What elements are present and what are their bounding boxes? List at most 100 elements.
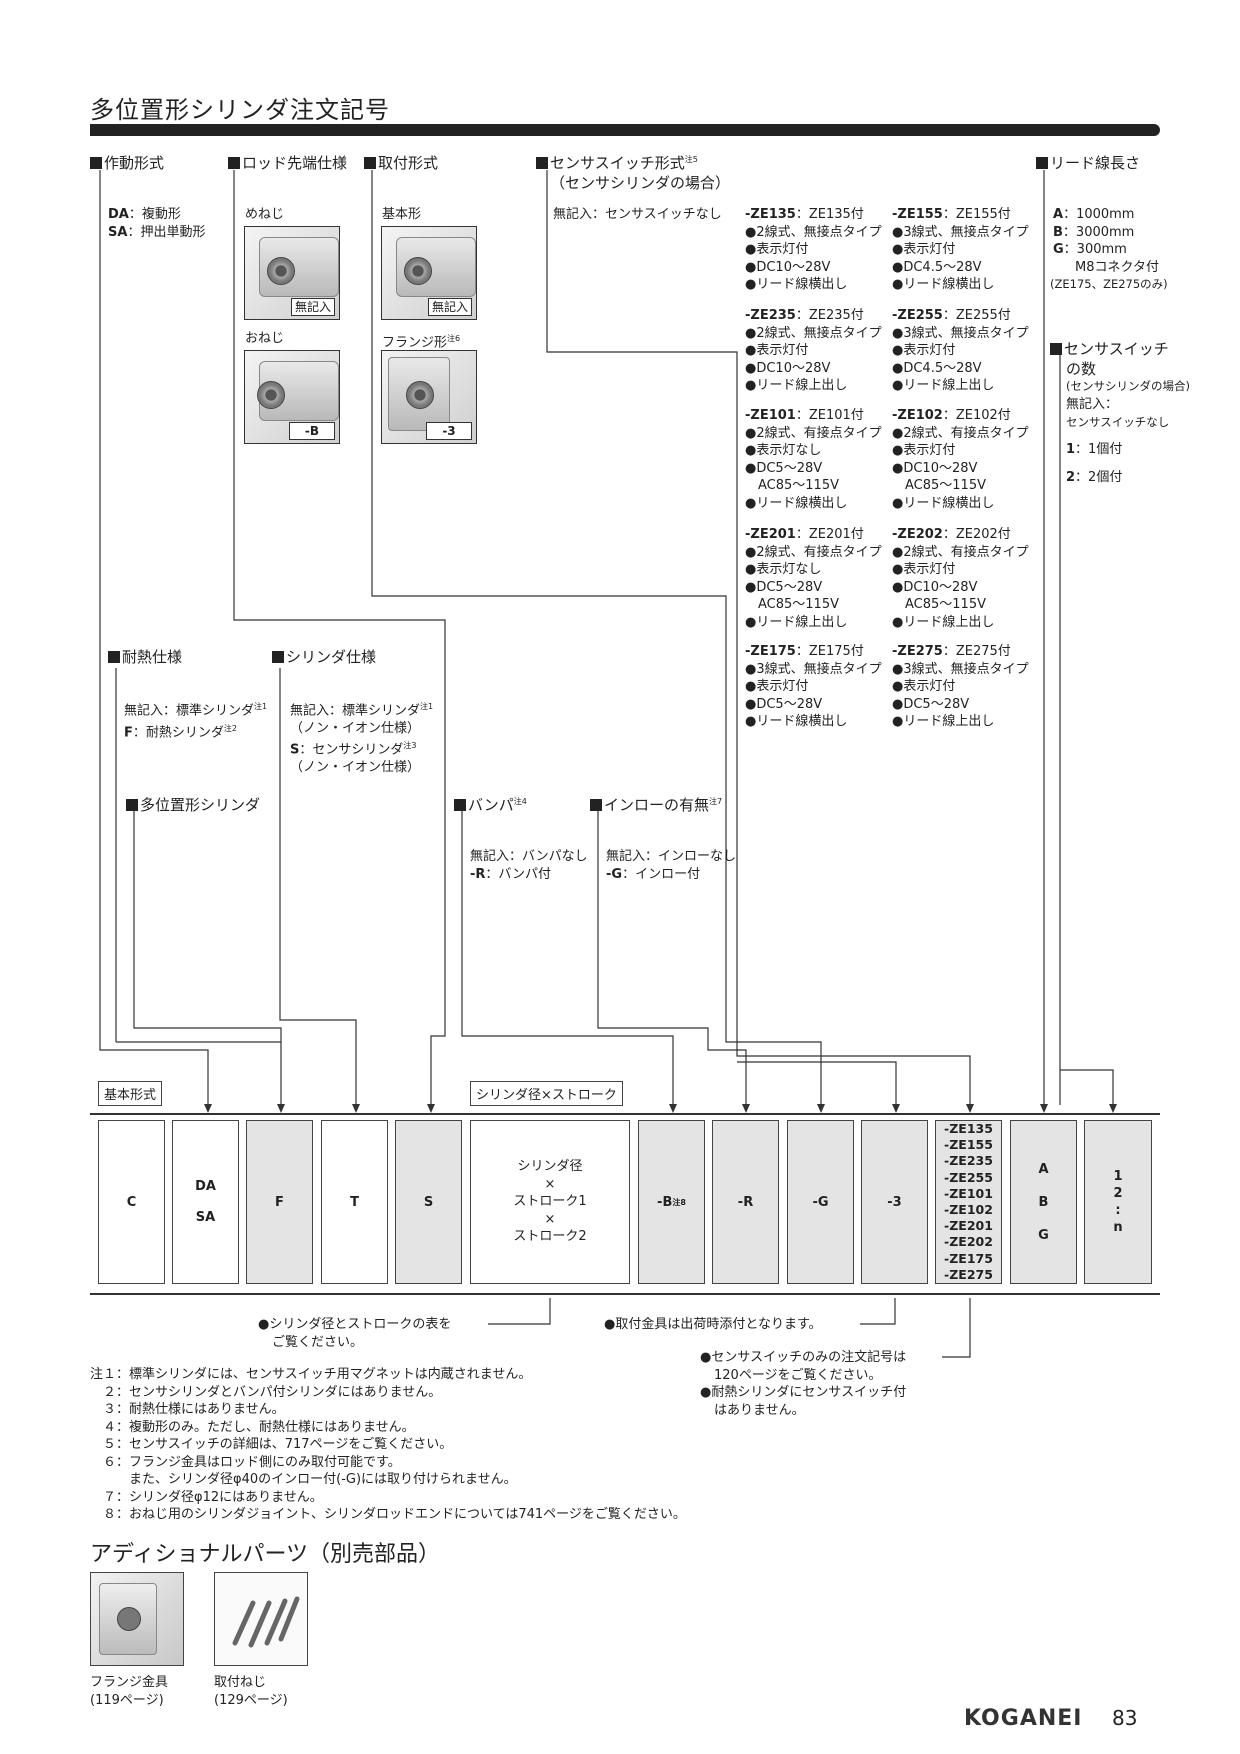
code-box-g: -G [787,1120,854,1284]
sensor-code: -ZE235 [944,1153,993,1169]
count-code: 1 [1113,1169,1123,1184]
mount-header: 取付形式 [364,152,438,173]
brand-logo: KOGANEI [964,1706,1083,1731]
note-line: ８：おねじ用のシリンダジョイント、シリンダロッドエンドについては741ページをご… [90,1507,686,1522]
sensor-none: 無記入：センサスイッチなし [553,207,722,222]
sensor-code: -ZE201 [944,1218,993,1234]
note-line: また、シリンダ径φ40のインロー付(-G)には取り付けられません。 [90,1472,517,1487]
rod-header: ロッド先端仕様 [228,152,347,173]
flange-bracket-photo [90,1572,184,1666]
sensor-item: -ZE275：ZE275付●3線式、無接点タイプ●表示灯付●DC5～28V●リー… [892,644,1029,729]
mount-flange-photo: -3 [381,350,477,444]
page-number: 83 [1112,1706,1138,1730]
count-options: 無記入： センサスイッチなし 1：1個付 2：2個付 [1066,397,1170,485]
multi-header: 多位置形シリンダ [126,794,260,815]
count-header-3: (センサシリンダの場合) [1066,379,1190,393]
callout-line-mount [860,1298,896,1325]
sensor-item: -ZE101：ZE101付●2線式、有接点タイプ●表示灯なし●DC5～28V A… [745,408,882,511]
title-bar [90,124,1160,136]
notes-list: 注１：標準シリンダには、センサスイッチ用マグネットは内蔵されません。 ２：センサ… [90,1366,686,1524]
sensor-item: -ZE102：ZE102付●2線式、有接点タイプ●表示灯付●DC10～28V A… [892,408,1029,511]
mounting-screw-caption: 取付ねじ(129ページ) [214,1675,288,1708]
count-header: センサスイッチ [1050,338,1169,359]
sensor-code: -ZE135 [944,1120,993,1136]
sensor-item: -ZE202：ZE202付●2線式、有接点タイプ●表示灯付●DC10～28V A… [892,527,1029,630]
line-count-end [1060,1069,1114,1105]
sensor-code: -ZE101 [944,1185,993,1201]
lead-code: G [1038,1227,1049,1243]
code-box-t: T [321,1120,388,1284]
note-line: ２：センサシリンダとバンパ付シリンダにはありません。 [90,1384,442,1400]
count-code: : [1115,1203,1121,1218]
lead-code: B [1038,1194,1049,1210]
line-inlow [597,808,747,1105]
lead-code: A [1038,1161,1049,1177]
bumper-header: バンパ注4 [454,794,527,815]
basic-form-label: 基本形式 [98,1081,163,1106]
note-line: ４：複動形のみ。ただし、耐熱仕様にはありません。 [90,1419,415,1435]
sensor-code: -ZE102 [944,1202,993,1217]
count-code: 2 [1113,1186,1123,1201]
cyl-options: 無記入：標準シリンダ注1 （ノン・イオン仕様） S：センサシリンダ注3 （ノン・… [290,702,434,776]
sensor-item: -ZE201：ZE201付●2線式、有接点タイプ●表示灯なし●DC5～28V A… [745,527,882,630]
heat-options: 無記入：標準シリンダ注1 F：耐熱シリンダ注2 [124,702,268,741]
sensor-header-sub: （センサシリンダの場合） [550,174,731,192]
mounting-screw-photo [214,1572,308,1666]
callout-line-bore [488,1298,551,1325]
callout-bore: ●シリンダ径とストロークの表をご覧ください。 [258,1317,452,1350]
note-line: ６：フランジ金具はロッド側にのみ取付可能です。 [90,1454,401,1470]
note-line: ３：耐熱仕様にはありません。 [90,1402,285,1417]
mount-flange-code: -3 [426,422,472,440]
additional-title: アディショナルパーツ（別売部品） [90,1542,441,1567]
code-box-lead: A B G [1010,1120,1077,1284]
code-box-3: -3 [861,1120,928,1284]
code-box-r: -R [712,1120,779,1284]
mount-basic-photo: 無記入 [381,226,477,320]
line-bumper [461,808,674,1105]
mount-basic-label: 基本形 [382,207,422,222]
sensor-item: -ZE135：ZE135付●2線式、無接点タイプ●表示灯付●DC10～28V●リ… [745,207,882,292]
inlow-options: 無記入：インローなし -G：インロー付 [606,849,737,882]
lead-header: リード線長さ [1036,152,1140,173]
note-line: 注１：標準シリンダには、センサスイッチ用マグネットは内蔵されません。 [90,1367,532,1382]
line-cyl [279,668,357,1105]
action-options: DA：複動形 SA：押出単動形 [108,207,206,240]
code-box-f: F [246,1120,313,1284]
mount-basic-code: 無記入 [427,298,472,316]
note-line: ７：シリンダ径φ12にはありません。 [90,1489,323,1505]
action-header: 作動形式 [90,152,164,173]
screw-icon [232,1596,300,1648]
sensor-code: -ZE202 [944,1234,993,1250]
lead-options: A：1000mm B：3000mm G：300mm M8コネクタ付 (ZE175… [1050,207,1168,291]
callout-mount: ●取付金具は出荷時添付となります。 [604,1317,822,1332]
note-line: ５：センサスイッチの詳細は、717ページをご覧ください。 [90,1437,453,1452]
sensor-header: センサスイッチ形式注5 [536,152,698,173]
sensor-code: -ZE155 [944,1137,993,1153]
sensor-item: -ZE255：ZE255付●3線式、無接点タイプ●表示灯付●DC4.5～28V●… [892,308,1029,393]
bore-stroke-label: シリンダ径×ストローク [470,1081,623,1106]
page-title: 多位置形シリンダ注文記号 [90,96,390,124]
rod-female-code: 無記入 [290,298,335,316]
sensor-item: -ZE175：ZE175付●3線式、無接点タイプ●表示灯付●DC5～28V●リー… [745,644,882,729]
callout-line-sensor [942,1298,971,1358]
mount-flange-label: フランジ形注6 [382,334,461,351]
line-sensor [546,170,971,1105]
sensor-code: -ZE175 [944,1250,993,1266]
line-mount [371,170,822,1105]
count-header-2: の数 [1066,360,1097,378]
rod-male-code: -B [289,422,335,440]
count-code: n [1113,1220,1123,1235]
line-multi [133,808,282,1105]
flange-bracket-caption: フランジ金具(119ページ) [90,1675,169,1708]
rod-female-label: めねじ [245,207,285,222]
line-inlow-g [737,1061,897,1105]
code-box-count: 1 2: n [1084,1120,1152,1284]
bumper-options: 無記入：バンパなし -R：バンパ付 [470,849,588,882]
code-box-bore-stroke: シリンダ径×ストローク1×ストローク2 [470,1120,630,1284]
code-box-c: C [98,1120,165,1284]
line-action [99,170,209,1105]
